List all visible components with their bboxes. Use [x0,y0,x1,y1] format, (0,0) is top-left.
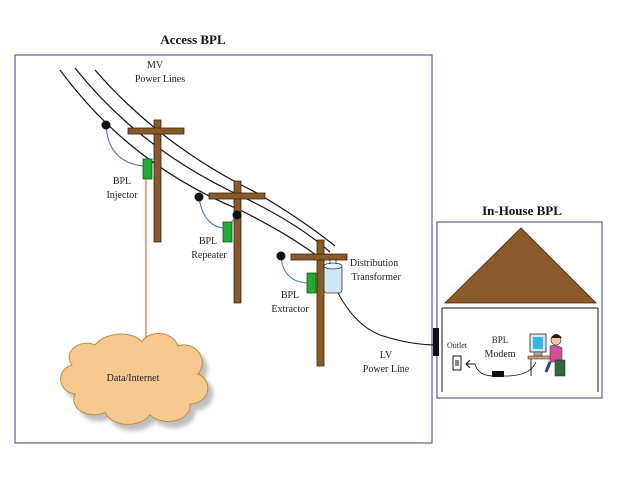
injector-label-line1: BPL [113,176,131,187]
modem-label-line2: Modem [484,349,515,360]
transformer-label-line2: Transformer [351,272,401,283]
inhouse-bpl-title: In-House BPL [482,203,562,218]
repeater-label-line1: BPL [199,236,217,247]
lv-label-line2: Power Line [363,364,410,375]
injector-label-line2: Injector [106,190,138,201]
lv-power-line [337,292,438,346]
house [441,227,599,392]
data-internet-cloud [60,333,209,425]
bpl-modem-device [492,371,504,377]
bpl-extractor-device [306,272,317,294]
service-entrance [433,328,439,356]
extractor-label-line2: Extractor [271,304,309,315]
distribution-transformer [323,258,343,294]
repeater-label-line2: Repeater [191,250,227,261]
modem-label-line1: BPL [492,335,509,345]
transformer-label-line1: Distribution [350,258,398,269]
utility-pole-1 [127,119,185,243]
extractor-label-line1: BPL [281,290,299,301]
bpl-couplers [101,120,309,284]
wall-outlet [452,355,462,371]
arrow-icon [465,359,475,369]
mv-label-line2: Power Lines [135,74,185,85]
access-bpl-title: Access BPL [160,32,226,47]
utility-pole-2 [208,180,266,304]
cloud-label: Data/Internet [107,373,160,384]
bpl-repeater-device [222,221,233,243]
lv-label-line1: LV [380,350,393,361]
outlet-label: Outlet [447,341,468,350]
utility-pole-3 [290,239,348,367]
bpl-injector-device [142,158,153,180]
computer-user-icon [527,333,566,377]
mv-label-line1: MV [147,60,164,71]
